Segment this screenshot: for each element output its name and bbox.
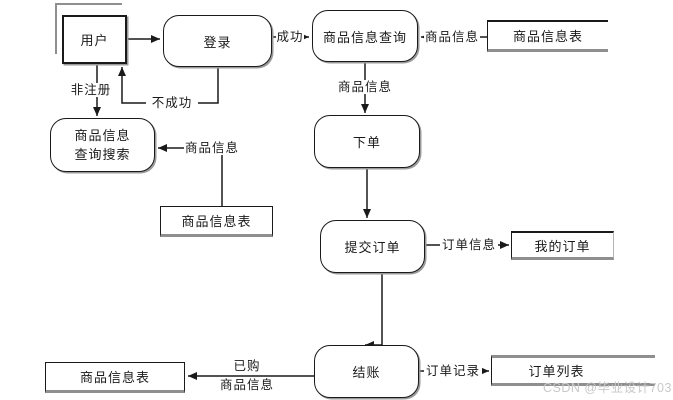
- edge-label-unregistered: 非注册: [69, 83, 113, 97]
- edge-label-product-info-down: 商品信息: [337, 80, 393, 94]
- process-place-order: 下单: [314, 115, 420, 168]
- datastore-product-table-mid-label: 商品信息表: [181, 214, 252, 229]
- process-submit-order-label: 提交订单: [344, 240, 401, 255]
- process-product-query-label: 商品信息查询: [322, 29, 407, 45]
- datastore-order-list-label: 订单列表: [528, 364, 585, 379]
- entity-user-label: 用户: [80, 33, 109, 48]
- datastore-product-table-mid: 商品信息表: [160, 206, 273, 237]
- edge-label-success: 成功: [276, 30, 304, 44]
- user-entity-bracket: [55, 3, 122, 54]
- datastore-product-table-bottom-label: 商品信息表: [79, 370, 150, 385]
- process-checkout: 结账: [314, 345, 419, 398]
- process-submit-order: 提交订单: [320, 220, 425, 273]
- edge-label-purchased-line1: 已购: [233, 359, 261, 373]
- csdn-watermark: CSDN @毕业设计703: [543, 381, 672, 395]
- edge-label-order-info: 订单信息: [440, 238, 498, 252]
- process-product-query: 商品信息查询: [312, 10, 418, 62]
- process-product-search-label1: 商品信息: [74, 128, 131, 143]
- edge-label-purchased-line2: 商品信息: [219, 378, 274, 392]
- datastore-my-orders-label: 我的订单: [534, 238, 591, 254]
- process-product-search: 商品信息 查询搜索: [50, 118, 155, 172]
- edge-label-product-info-search: 商品信息: [184, 141, 240, 155]
- process-checkout-label: 结账: [352, 365, 381, 380]
- datastore-product-table-top-label: 商品信息表: [512, 29, 583, 44]
- flow-table-search: [158, 144, 223, 206]
- edge-label-order-record: 订单记录: [424, 364, 482, 378]
- datastore-order-list: 订单列表: [491, 355, 655, 386]
- datastore-product-table-bottom: 商品信息表: [45, 362, 185, 393]
- process-place-order-label: 下单: [352, 135, 381, 150]
- process-product-search-label2: 查询搜索: [74, 147, 131, 162]
- datastore-my-orders: 我的订单: [511, 231, 614, 260]
- edge-label-product-info-top: 商品信息: [424, 30, 480, 44]
- datastore-product-table-top: 商品信息表: [487, 20, 608, 52]
- entity-user: 用户: [62, 15, 127, 64]
- process-login-label: 登录: [203, 34, 232, 50]
- process-login: 登录: [163, 15, 272, 67]
- edge-label-fail: 不成功: [146, 96, 198, 110]
